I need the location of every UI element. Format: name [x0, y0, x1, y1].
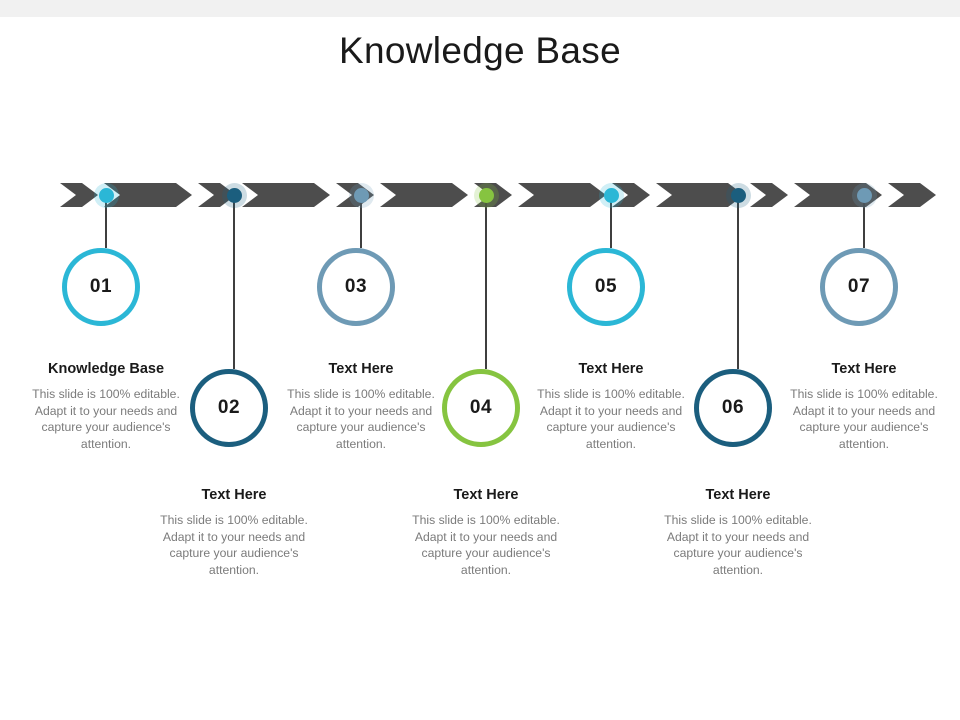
number-label-05: 05: [594, 276, 618, 297]
connector-line-07: [863, 195, 865, 248]
text-block-heading-02: Text Here: [201, 487, 267, 503]
number-circle-07[interactable]: 07: [820, 248, 898, 326]
text-block-heading-01: Knowledge Base: [47, 361, 165, 377]
number-label-02: 02: [217, 397, 241, 418]
text-block-body-06: This slide is 100% editable. Adapt it to…: [664, 513, 812, 577]
connector-line-02: [233, 195, 235, 369]
number-label-01: 01: [89, 276, 113, 297]
connector-line-03: [360, 195, 362, 248]
milestone-dot-04[interactable]: [478, 187, 494, 203]
number-circle-06[interactable]: 06: [694, 369, 772, 447]
text-block-body-03: This slide is 100% editable. Adapt it to…: [287, 387, 435, 451]
text-block-heading-03: Text Here: [328, 361, 394, 377]
milestone-dot-05[interactable]: [603, 187, 619, 203]
page-title: Knowledge Base: [339, 30, 621, 71]
number-circle-03[interactable]: 03: [317, 248, 395, 326]
milestone-dot-02[interactable]: [226, 187, 242, 203]
milestone-dot-06[interactable]: [730, 187, 746, 203]
text-block-heading-06: Text Here: [705, 487, 771, 503]
milestone-dot-01[interactable]: [98, 187, 114, 203]
number-circle-05[interactable]: 05: [567, 248, 645, 326]
connector-line-01: [105, 195, 107, 248]
number-label-03: 03: [344, 276, 368, 297]
top-gray-band: [0, 0, 960, 17]
number-circle-04[interactable]: 04: [442, 369, 520, 447]
milestone-dot-03[interactable]: [353, 187, 369, 203]
connector-line-06: [737, 195, 739, 369]
number-circle-02[interactable]: 02: [190, 369, 268, 447]
number-label-06: 06: [721, 397, 745, 418]
text-block-body-04: This slide is 100% editable. Adapt it to…: [412, 513, 560, 577]
connector-line-05: [610, 195, 612, 248]
text-block-body-02: This slide is 100% editable. Adapt it to…: [160, 513, 308, 577]
milestone-dot-07[interactable]: [856, 187, 872, 203]
text-block-body-07: This slide is 100% editable. Adapt it to…: [790, 387, 938, 451]
number-label-07: 07: [847, 276, 871, 297]
text-block-body-05: This slide is 100% editable. Adapt it to…: [537, 387, 685, 451]
connector-line-04: [485, 195, 487, 369]
number-label-04: 04: [469, 397, 493, 418]
text-block-heading-04: Text Here: [453, 487, 519, 503]
text-block-body-01: This slide is 100% editable. Adapt it to…: [32, 387, 180, 451]
text-block-heading-07: Text Here: [831, 361, 897, 377]
number-circle-01[interactable]: 01: [62, 248, 140, 326]
text-block-heading-05: Text Here: [578, 361, 644, 377]
